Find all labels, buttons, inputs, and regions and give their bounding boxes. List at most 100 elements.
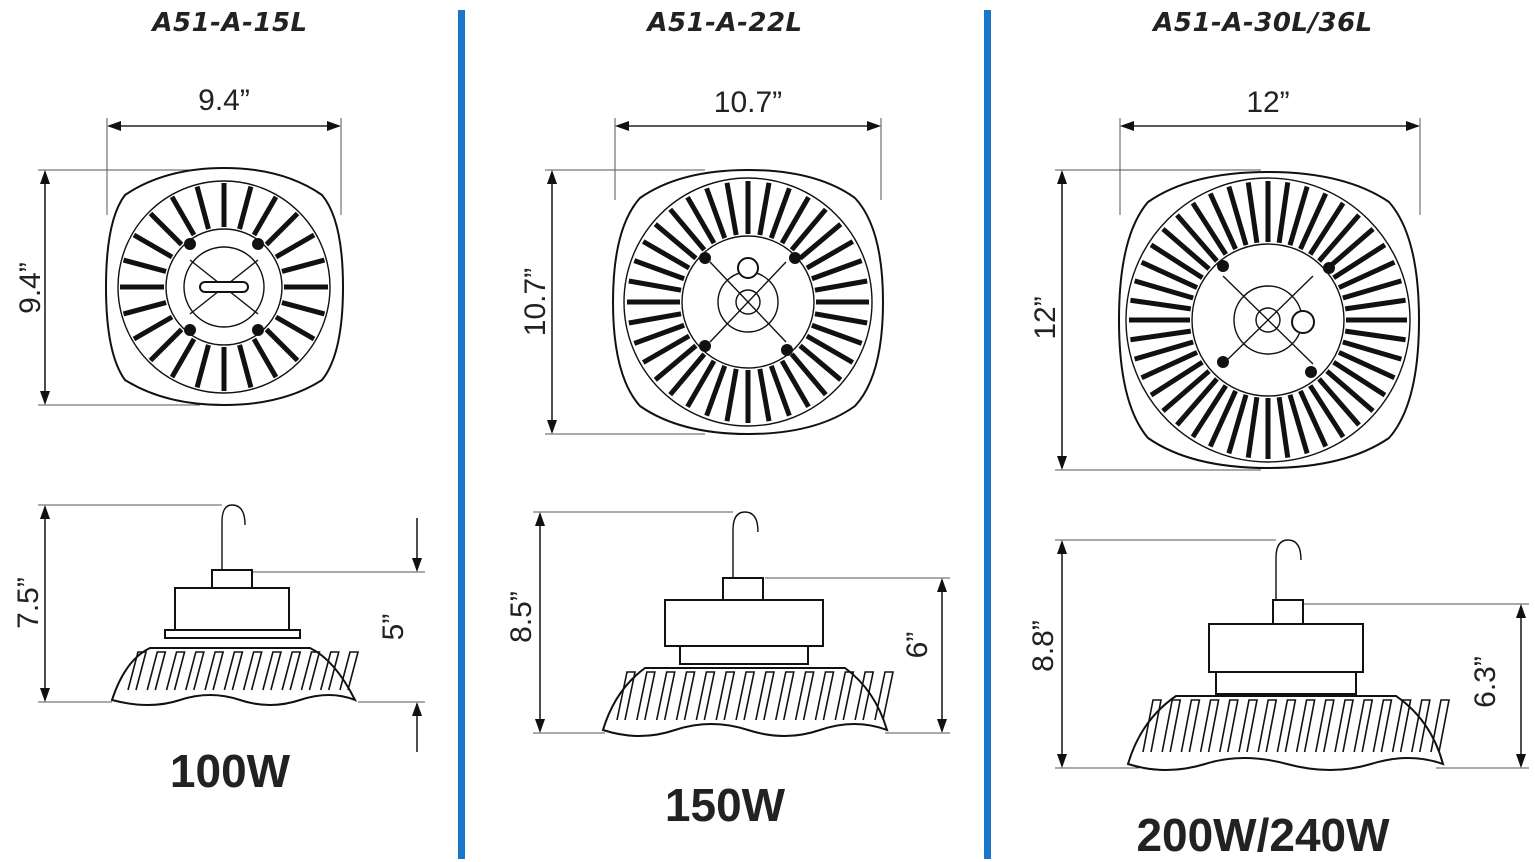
heatsink-fin xyxy=(628,311,682,326)
side-view-drawing xyxy=(38,504,425,752)
heatsink-fin xyxy=(1149,242,1204,280)
heatsink-fin xyxy=(264,327,300,363)
heatsink-fin xyxy=(251,337,279,379)
heatsink-fin xyxy=(1298,389,1329,448)
side-fin xyxy=(165,651,186,691)
side-fin xyxy=(1411,699,1431,753)
heatsink-fin xyxy=(1226,394,1249,455)
heatsink-fin xyxy=(704,365,728,417)
side-fin xyxy=(339,651,360,691)
dimension-drawing: 10.7” 10.7” 8.5” 6” xyxy=(505,86,950,737)
side-height-label: 8.5” xyxy=(505,591,538,643)
heatsink-fin xyxy=(237,344,254,389)
heatsink-fin xyxy=(169,337,197,379)
heatsink-fin xyxy=(1207,192,1238,251)
heatsink-fin xyxy=(805,239,855,271)
wattage-label: 100W xyxy=(169,745,291,797)
side-fin xyxy=(1430,699,1450,753)
heatsink-fin xyxy=(641,239,691,271)
side-fin xyxy=(814,671,835,721)
model-panel-a51-a-30l-36l: A51-A-30L/36L 12” 12” xyxy=(991,0,1535,861)
heatsink-fin xyxy=(1175,213,1219,263)
heatsink-fin xyxy=(264,211,300,247)
side-fin xyxy=(1353,699,1374,753)
heatsink-fin xyxy=(132,314,174,342)
side-body-label: 6” xyxy=(901,632,934,659)
heatsink-fin xyxy=(1140,259,1199,290)
heatsink-fin xyxy=(194,185,211,230)
side-fin xyxy=(1372,699,1393,753)
heatsink-fin xyxy=(1190,384,1228,439)
side-fin xyxy=(735,671,756,721)
heatsink-fin xyxy=(1161,369,1211,413)
heatsink-fin xyxy=(169,195,197,237)
heatsink-fin xyxy=(641,333,691,365)
heatsink-fin xyxy=(148,211,184,247)
heatsink-fin xyxy=(814,311,868,326)
wattage-label: 200W/240W xyxy=(1136,809,1390,861)
heatsink-fin xyxy=(628,278,682,293)
heatsink-fin xyxy=(724,182,739,236)
heatsink-fin xyxy=(789,352,828,397)
side-fin xyxy=(794,671,815,721)
heatsink-fin xyxy=(789,207,828,252)
heatsink-fin xyxy=(1337,259,1396,290)
side-fin xyxy=(1391,699,1412,753)
heatsink-fin xyxy=(704,187,728,239)
heatsink-fin xyxy=(779,359,811,409)
heatsink-fin xyxy=(1344,328,1406,343)
heatsink-fin xyxy=(1149,360,1204,398)
heatsink-fin xyxy=(633,258,685,282)
side-fin xyxy=(262,651,282,691)
side-fin xyxy=(1315,699,1335,753)
heatsink-fin xyxy=(1332,242,1387,280)
heatsink-fin xyxy=(814,278,868,293)
side-view-drawing xyxy=(533,511,950,737)
heatsink-fin xyxy=(281,300,326,317)
heatsink-fin xyxy=(805,333,855,365)
heatsink-fin xyxy=(1245,396,1260,458)
side-fin xyxy=(146,651,167,691)
top-width-label: 12” xyxy=(1246,86,1289,119)
heatsink-fin xyxy=(1190,201,1228,256)
side-fin xyxy=(874,671,894,721)
heatsink-fin xyxy=(1344,297,1406,312)
heatsink-fin xyxy=(685,359,717,409)
side-body-label: 6.3” xyxy=(1469,656,1502,708)
heatsink-fin xyxy=(633,322,685,346)
side-fin xyxy=(300,651,321,691)
side-fin xyxy=(755,671,775,721)
side-fin xyxy=(204,651,225,691)
heatsink-fin xyxy=(768,365,792,417)
heatsink-fin xyxy=(1287,394,1310,455)
heatsink-fin xyxy=(1337,350,1396,381)
side-fin xyxy=(854,671,875,721)
side-fin xyxy=(675,671,696,721)
side-height-label: 7.5” xyxy=(12,577,45,629)
heatsink-fin xyxy=(1298,192,1329,251)
heatsink-fin xyxy=(1276,396,1291,458)
side-fin xyxy=(319,651,340,691)
heatsink-fin xyxy=(1325,227,1375,271)
panel-divider xyxy=(984,10,991,859)
side-fin xyxy=(242,651,263,691)
heatsink-fin xyxy=(1130,328,1192,343)
heatsink-fin xyxy=(1317,377,1361,427)
heatsink-fin xyxy=(724,368,739,422)
side-height-label: 8.8” xyxy=(1027,620,1060,672)
side-fin xyxy=(185,651,205,691)
side-fin xyxy=(616,671,636,721)
model-title: A51-A-30L/36L xyxy=(1153,8,1373,38)
heatsink-fin xyxy=(132,232,174,260)
side-fin xyxy=(715,671,736,721)
side-fin xyxy=(695,671,716,721)
heatsink-fin xyxy=(237,185,254,230)
side-fin xyxy=(1199,699,1220,753)
heatsink-fin xyxy=(1133,278,1194,301)
model-panel-a51-a-22l: A51-A-22L 10.7” 10.7” xyxy=(465,0,985,859)
model-panel-a51-a-15l: A51-A-15L 9.4” 9.4” xyxy=(0,0,460,859)
side-fin xyxy=(1276,699,1297,753)
wattage-label: 150W xyxy=(664,779,786,831)
heatsink-fin xyxy=(274,314,316,342)
heatsink-fin xyxy=(1133,339,1194,362)
